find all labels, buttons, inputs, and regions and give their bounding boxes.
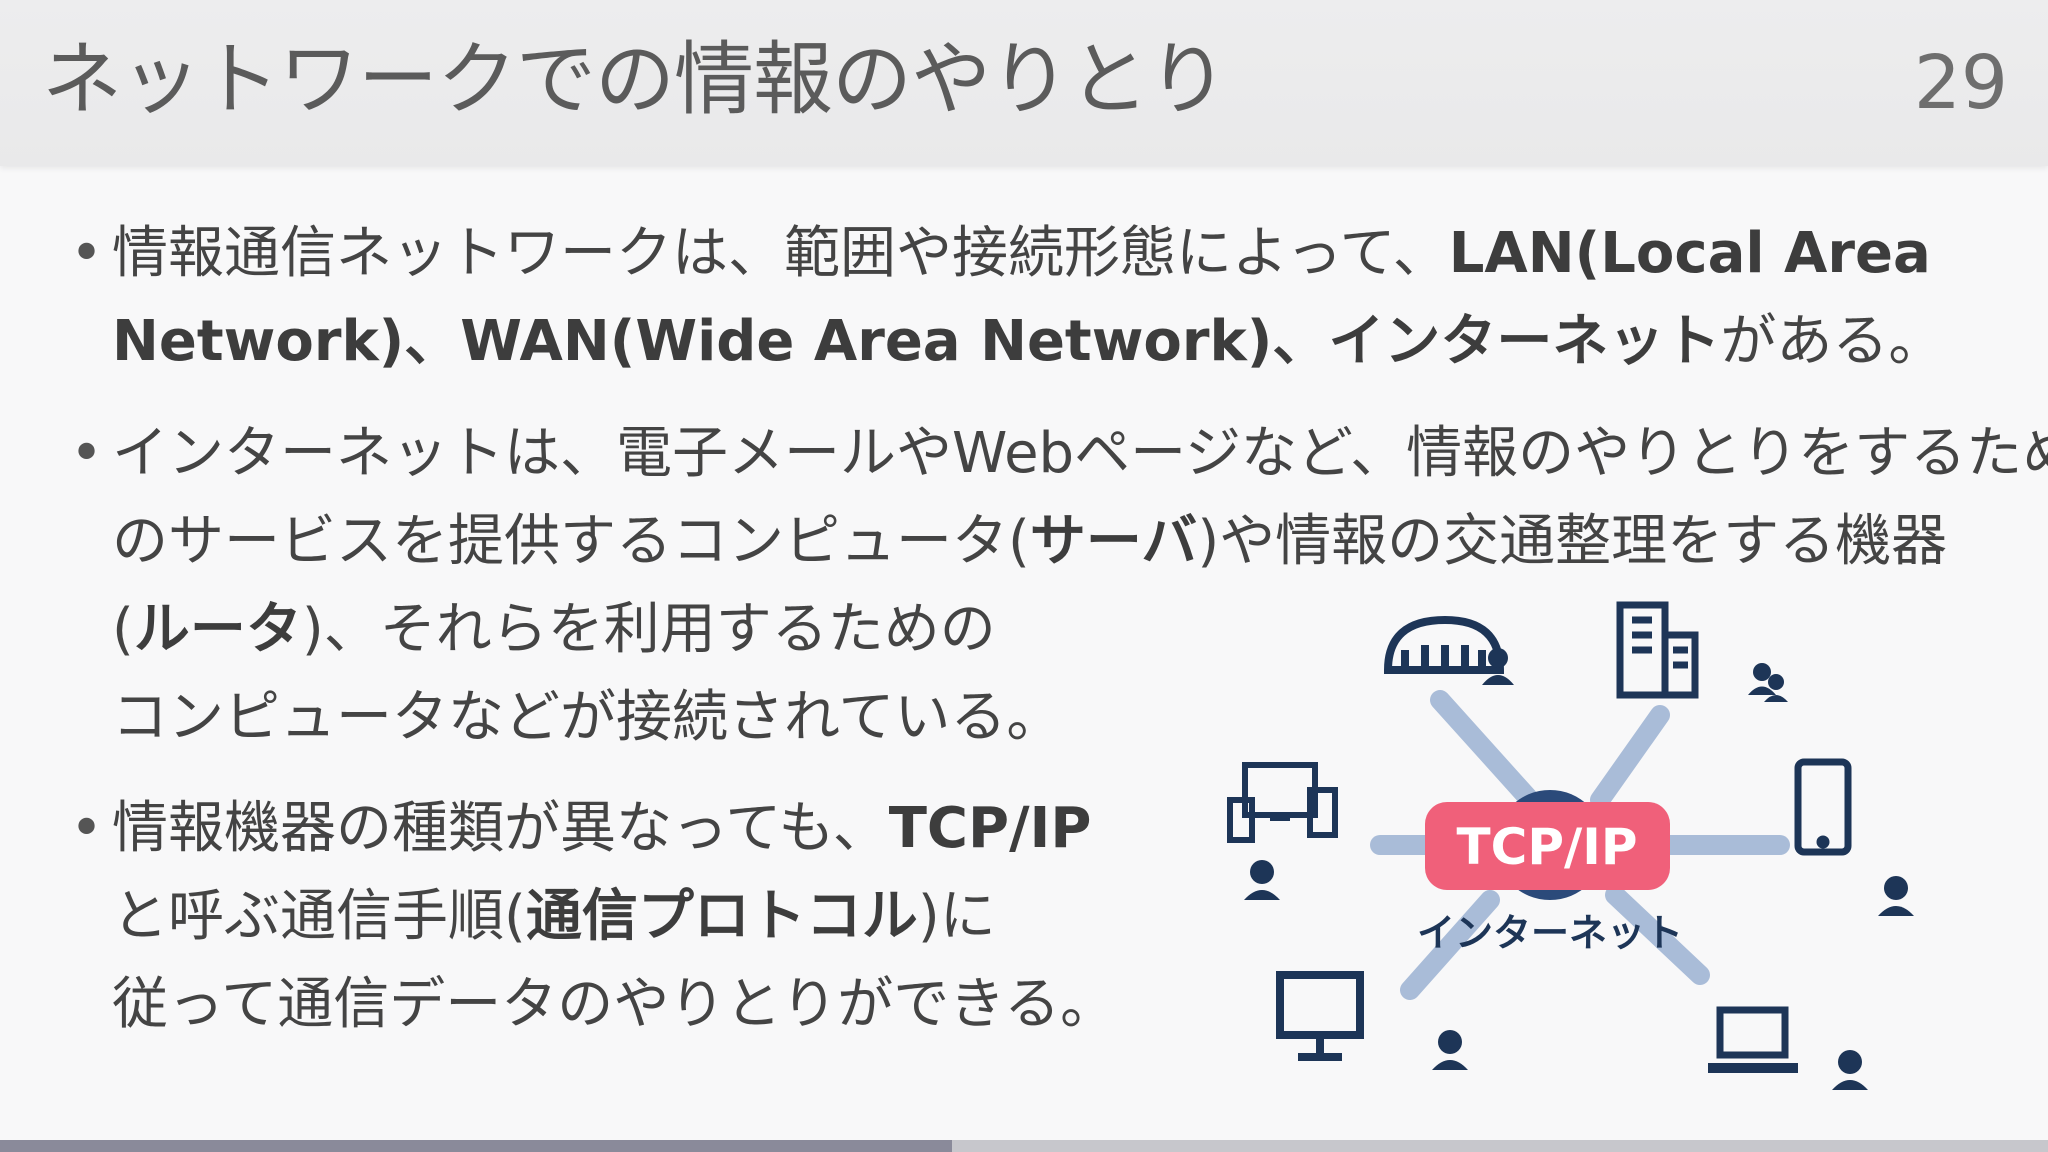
monitor-icon — [1276, 971, 1364, 1061]
bold-term-server: サーバ — [1029, 509, 1198, 574]
bullet-line: Network)、WAN(Wide Area Network)、インターネットが… — [112, 298, 1944, 386]
slide-title: ネットワークでの情報のやりとり — [42, 33, 1228, 126]
bullet-line: インターネットは、電子メールやWebページなど、情報のやりとりをするため — [112, 410, 2048, 498]
text-run: がある。 — [1720, 309, 1945, 374]
bullet-line: コンピュータなどが接続されている。 — [112, 674, 2048, 762]
text-run: インターネットは、電子メールやWebページなど、情報のやりとりをするため — [112, 421, 2048, 486]
bullet-line: 情報通信ネットワークは、範囲や接続形態によって、LAN(Local Area — [112, 210, 1944, 298]
user-icon — [1748, 663, 1788, 702]
bold-term-router: ルータ — [133, 597, 302, 662]
internet-label: インターネット — [1417, 911, 1683, 955]
spoke-top-right — [1590, 705, 1670, 810]
text-run: )、それらを利用するための — [301, 597, 996, 662]
text-run: 情報機器の種類が異なっても、 — [112, 796, 889, 861]
bullet-text: 情報通信ネットワークは、範囲や接続形態によって、LAN(Local Area N… — [112, 210, 1944, 386]
building-icon — [1616, 601, 1699, 699]
progress-fill — [0, 1140, 953, 1152]
bold-term-tcpip: TCP/IP — [888, 796, 1092, 861]
laptop-icon — [1708, 1006, 1798, 1073]
devices-icon — [1227, 762, 1338, 843]
bold-term-protocol: 通信プロトコル — [525, 884, 918, 949]
page-number: 29 — [1913, 40, 2008, 126]
text-run: 情報通信ネットワークは、範囲や接続形態によって、 — [112, 221, 1449, 286]
spoke-bottom-left — [1400, 890, 1500, 1000]
bullet-text: インターネットは、電子メールやWebページなど、情報のやりとりをするため のサー… — [112, 410, 2048, 762]
tcpip-hub — [1425, 802, 1670, 890]
bullet-line: (ルータ)、それらを利用するための — [112, 586, 2048, 674]
text-run: )に — [917, 884, 996, 949]
internet-diagram: TCP/IP インターネット — [1220, 590, 1940, 1110]
bullet-text: 情報機器の種類が異なっても、TCP/IP と呼ぶ通信手順(通信プロトコル)に 従… — [112, 785, 1116, 1049]
bullet-line: 情報機器の種類が異なっても、TCP/IP — [112, 785, 1116, 873]
internet-diagram-svg: TCP/IP インターネット — [1227, 601, 1914, 1090]
bullet-line: と呼ぶ通信手順(通信プロトコル)に — [112, 873, 1116, 961]
progress-track — [0, 1140, 2048, 1152]
bullet-line: のサービスを提供するコンピュータ(サーバ)や情報の交通整理をする機器 — [112, 498, 2048, 586]
spokes — [1370, 690, 1790, 1000]
bold-term-lan: LAN(Local Area — [1448, 221, 1931, 286]
spoke-top-left — [1430, 690, 1540, 810]
text-run: のサービスを提供するコンピュータ( — [112, 509, 1030, 574]
slide-header: ネットワークでの情報のやりとり 29 — [0, 0, 2048, 166]
tablet-icon — [1794, 758, 1852, 856]
user-icon — [1432, 1030, 1468, 1070]
tcpip-label: TCP/IP — [1457, 818, 1638, 876]
user-icon — [1878, 876, 1914, 916]
text-run: と呼ぶ通信手順( — [112, 884, 526, 949]
bullet-dot: • — [70, 221, 104, 286]
user-icon — [1244, 860, 1280, 900]
spoke-bottom-right — [1605, 885, 1710, 985]
bold-term-wan: Network)、WAN(Wide Area Network)、 — [112, 309, 1329, 374]
bullet-line: 従って通信データのやりとりができる。 — [112, 961, 1116, 1049]
bold-term-internet: インターネット — [1328, 309, 1721, 374]
user-icon — [1832, 1050, 1868, 1090]
cloud-server-icon — [1383, 615, 1505, 674]
text-run: )や情報の交通整理をする機器 — [1197, 509, 1948, 574]
bullet-dot: • — [70, 421, 104, 486]
bullet-dot: • — [70, 796, 104, 861]
user-icon — [1482, 648, 1514, 685]
text-run: 従って通信データのやりとりができる。 — [112, 972, 1117, 1037]
text-run: コンピュータなどが接続されている。 — [112, 685, 1063, 750]
text-run: ( — [112, 597, 134, 662]
